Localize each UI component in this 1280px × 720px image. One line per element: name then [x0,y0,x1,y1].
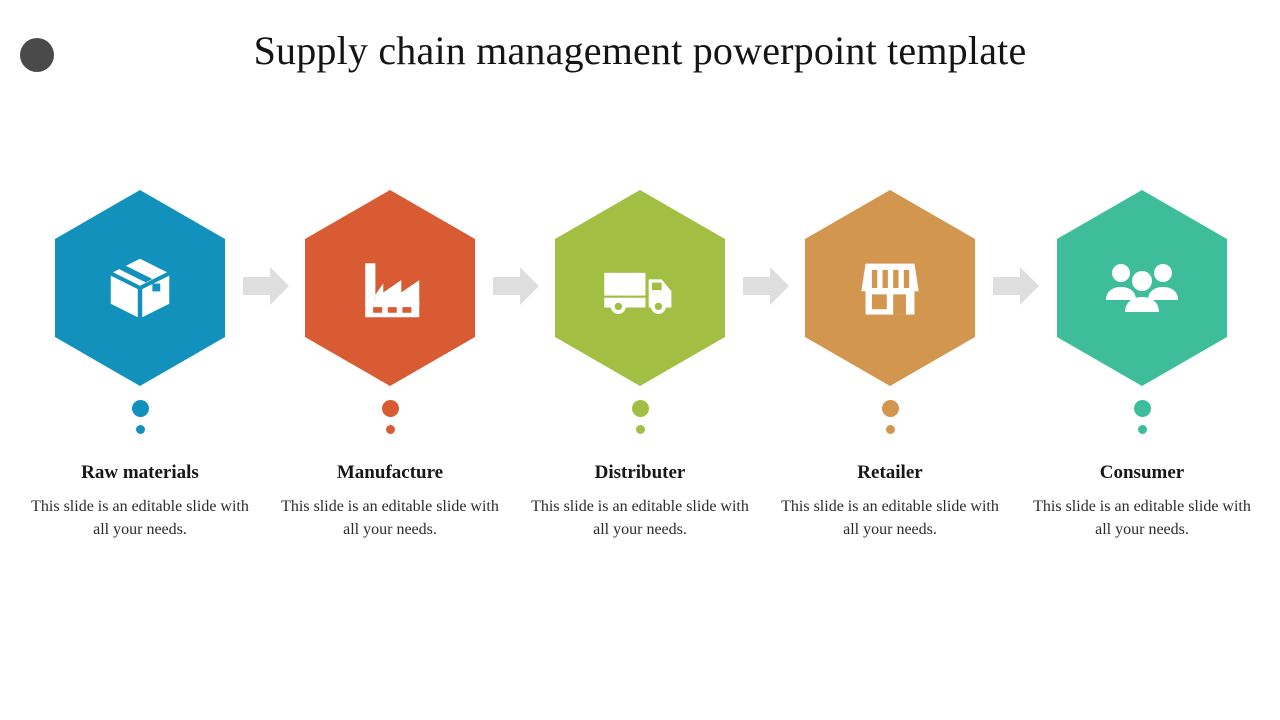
stage-hexagon-distributer[interactable] [555,190,725,386]
stage-heading: Raw materials [81,462,199,483]
stage-dots-manufacture [305,400,475,434]
package-box-icon [104,252,176,324]
stage-hexagon-manufacture[interactable] [305,190,475,386]
stage-dot-large [1133,400,1151,417]
stage-body: This slide is an editable slide with all… [531,497,749,538]
stage-dot-large [381,400,399,417]
stage-dot-small [635,425,645,434]
stage-dots-retailer [805,400,975,434]
arrow-right-icon-4 [993,266,1039,306]
stage-dot-small [385,425,395,434]
stage-caption-consumer: Consumer This slide is an editable slide… [1027,462,1257,541]
stage-dot-small [1137,425,1147,434]
stage-caption-retailer: Retailer This slide is an editable slide… [775,462,1005,541]
stage-dot-small [135,425,145,434]
stage-caption-raw-materials: Raw materials This slide is an editable … [25,462,255,541]
page-title: Supply chain management powerpoint templ… [253,28,1027,73]
stage-dots-consumer [1057,400,1227,434]
stage-body: This slide is an editable slide with all… [31,497,249,538]
stage-body: This slide is an editable slide with all… [281,497,499,538]
stage-caption-distributer: Distributer This slide is an editable sl… [525,462,755,541]
stage-dot-large [881,400,899,417]
stage-body: This slide is an editable slide with all… [781,497,999,538]
stage-dot-large [131,400,149,417]
delivery-truck-icon [601,249,679,327]
stage-dots-raw-materials [55,400,225,434]
stage-dot-small [885,425,895,434]
stage-dot-large [631,400,649,417]
arrow-right-icon-2 [493,266,539,306]
stage-heading: Consumer [1099,462,1185,483]
stage-hexagon-consumer[interactable] [1057,190,1227,386]
stage-hexagon-retailer[interactable] [805,190,975,386]
storefront-icon [856,254,924,322]
corner-accent-dot [20,38,54,72]
stage-heading: Distributer [594,462,686,483]
people-group-icon [1102,252,1182,324]
stage-caption-manufacture: Manufacture This slide is an editable sl… [275,462,505,541]
arrow-right-icon-1 [243,266,289,306]
stage-heading: Retailer [857,462,923,483]
stage-body: This slide is an editable slide with all… [1033,497,1251,538]
supply-chain-diagram [0,190,1280,390]
arrow-right-icon-3 [743,266,789,306]
stage-hexagon-raw-materials[interactable] [55,190,225,386]
stage-dots-distributer [555,400,725,434]
factory-icon [354,252,426,324]
stage-heading: Manufacture [336,462,444,483]
